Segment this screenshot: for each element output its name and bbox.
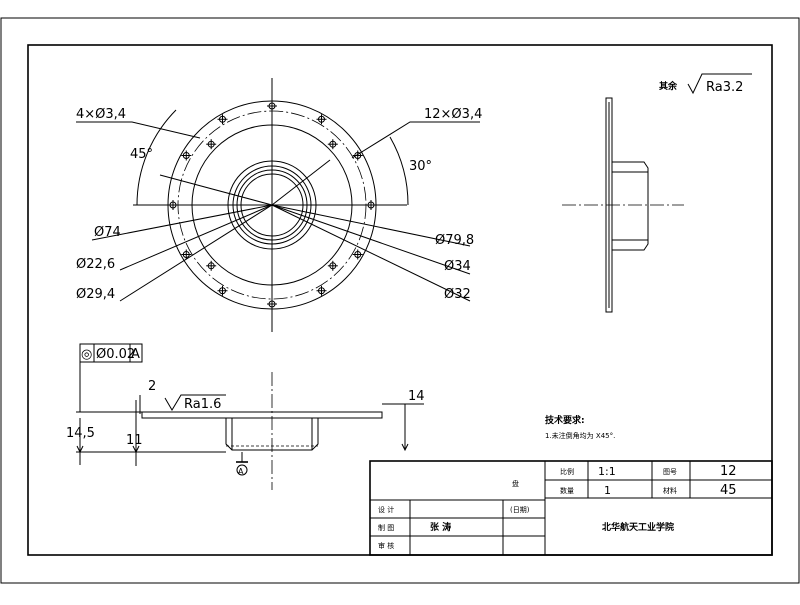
tolerance-value: Ø0.02 xyxy=(96,347,135,362)
dim-2: 2 xyxy=(148,379,156,394)
roughness-prefix: 其余 xyxy=(659,80,678,92)
label-angle-45: 45° xyxy=(130,147,153,162)
label-angle-30: 30° xyxy=(409,159,432,174)
four-hole-pattern xyxy=(206,139,338,271)
tb-check-label: 审 核 xyxy=(378,541,394,550)
side-view: 其余 Ra3.2 xyxy=(562,73,752,313)
label-d32: Ø32 xyxy=(444,287,471,302)
roughness-general-value: Ra3.2 xyxy=(706,80,743,95)
label-12-holes: 12×Ø3,4 xyxy=(424,107,482,122)
roughness-local-value: Ra1.6 xyxy=(184,397,221,412)
leader-d32 xyxy=(271,204,471,302)
dim-11: 11 xyxy=(126,433,143,448)
angle-arc-30 xyxy=(389,136,409,206)
inner-border xyxy=(27,44,773,556)
bore-circle-29-4 xyxy=(236,169,308,241)
roughness-symbol-general xyxy=(687,73,752,95)
label-d22-6: Ø22,6 xyxy=(76,257,115,272)
label-d29-4: Ø29,4 xyxy=(76,287,115,302)
hub-circle-32 xyxy=(232,165,312,245)
datum-circle xyxy=(236,464,248,476)
bore-circle-22-6 xyxy=(240,173,304,237)
leader-4-holes xyxy=(76,121,201,139)
dim-14-5: 14,5 xyxy=(66,426,95,441)
side-hub xyxy=(612,161,649,251)
tb-qty-value: 1 xyxy=(604,484,611,497)
leader-inner-right xyxy=(271,159,331,206)
tb-weight-value: 12 xyxy=(720,464,737,479)
label-d79-8: Ø79,8 xyxy=(435,233,474,248)
title-block: 比例 1:1 图号 12 数量 1 材料 45 盘 设 计 制 图 张 涛 审 … xyxy=(369,460,773,556)
tb-material-value: 45 xyxy=(720,483,737,498)
leader-d74 xyxy=(91,204,273,241)
section-hub xyxy=(225,418,319,451)
tolerance-datum: A xyxy=(131,347,140,362)
tb-weight-label: 图号 xyxy=(663,468,677,476)
roughness-symbol-local xyxy=(164,394,226,411)
tb-school: 北华航天工业学院 xyxy=(602,521,674,533)
leader-d34 xyxy=(271,204,471,275)
tb-date-label: (日期) xyxy=(510,506,530,514)
tech-req-title: 技术要求: xyxy=(545,414,585,426)
section-view: ◎ Ø0.02 A Ra1.6 2 14 14,5 11 A xyxy=(66,343,425,490)
twelve-hole-pattern xyxy=(168,101,376,309)
tb-material-label: 材料 xyxy=(663,486,677,495)
tb-draw-label: 制 图 xyxy=(378,523,394,532)
angle-arc-45 xyxy=(136,109,177,206)
label-d34: Ø34 xyxy=(444,259,471,274)
leader-d79-8 xyxy=(271,204,471,247)
outer-border xyxy=(0,17,800,584)
leader-d29-4 xyxy=(119,204,273,302)
tolerance-symbol: ◎ xyxy=(81,347,92,362)
side-flange xyxy=(605,97,613,313)
tb-scale-label: 比例 xyxy=(560,467,574,476)
tolerance-frame xyxy=(79,343,143,363)
tb-qty-label: 数量 xyxy=(560,486,574,495)
front-view: 4×Ø3,4 12×Ø3,4 45° 30° Ø74 Ø22,6 Ø29,4 Ø… xyxy=(76,78,482,332)
label-4-holes: 4×Ø3,4 xyxy=(76,107,126,122)
tb-part-name: 盘 xyxy=(512,479,519,488)
label-d74: Ø74 xyxy=(94,225,121,240)
tb-drawer-name: 张 涛 xyxy=(430,521,451,533)
dim-14: 14 xyxy=(408,389,425,404)
datum-mark: A xyxy=(238,467,244,476)
tech-req-item1: 1.未注倒角均为 X45°. xyxy=(545,431,615,440)
section-flange xyxy=(141,411,383,419)
leader-inner-left xyxy=(159,174,273,206)
leader-d22-6 xyxy=(119,204,273,271)
flange-mid-circle xyxy=(191,124,353,286)
tb-design-label: 设 计 xyxy=(378,505,394,514)
hub-circle-34 xyxy=(227,160,317,250)
tb-scale-value: 1:1 xyxy=(598,465,616,478)
leader-12-holes xyxy=(351,121,480,159)
